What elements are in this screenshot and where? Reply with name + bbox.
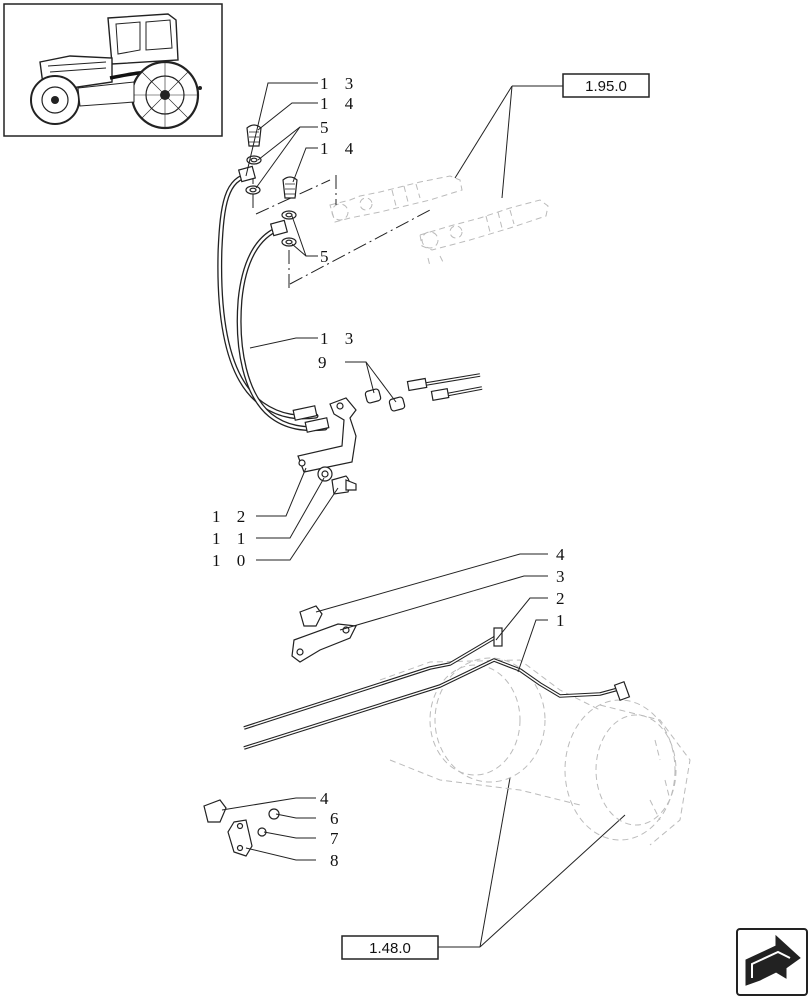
pipe-unions: [364, 373, 483, 412]
ref-label-top: 1.95.0: [585, 78, 627, 95]
ghost-valve-assembly: [329, 175, 549, 267]
hose-bracket: [297, 397, 357, 495]
callout-leaders: [221, 82, 548, 861]
callout-14-upper: 1 4: [320, 94, 359, 113]
callout-10: 1 0: [212, 551, 251, 570]
hose-assembly: [217, 165, 330, 433]
banjo-bolt-lower: [281, 176, 298, 247]
callout-1: 1: [556, 611, 571, 630]
ref-label-bottom: 1.48.0: [369, 940, 411, 957]
callout-5-upper: 5: [320, 118, 335, 137]
callout-14-lower: 1 4: [320, 139, 359, 158]
callout-3: 3: [556, 567, 571, 586]
callout-13-upper: 1 3: [320, 74, 359, 93]
pipe-clip-upper: [291, 605, 357, 663]
ghost-axle-assembly: [379, 657, 691, 846]
pipe-clip-lower: [203, 799, 280, 857]
callout-6: 6: [330, 809, 345, 828]
ref-box-bottom[interactable]: 1.48.0: [341, 935, 439, 960]
tractor-thumbnail-icon: [30, 13, 202, 130]
callout-13-lower: 1 3: [320, 329, 359, 348]
callout-11: 1 1: [212, 529, 251, 548]
callout-labels: 1 3 1 4 5 1 4 5 1 3 9 1 2 1 1 1 0 4 3 2 …: [212, 74, 571, 870]
callout-5-lower: 5: [320, 247, 335, 266]
callout-9: 9: [318, 353, 333, 372]
callout-2: 2: [556, 589, 571, 608]
ref-leaders: [438, 85, 626, 948]
callout-4-upper: 4: [556, 545, 571, 564]
banjo-bolt-upper: [245, 124, 262, 195]
next-page-arrow-icon[interactable]: [736, 928, 808, 996]
ref-box-top[interactable]: 1.95.0: [562, 73, 650, 98]
tractor-thumbnail: [3, 3, 223, 137]
callout-7: 7: [330, 829, 345, 848]
callout-4-lower: 4: [320, 789, 335, 808]
callout-12: 1 2: [212, 507, 251, 526]
callout-8: 8: [330, 851, 345, 870]
